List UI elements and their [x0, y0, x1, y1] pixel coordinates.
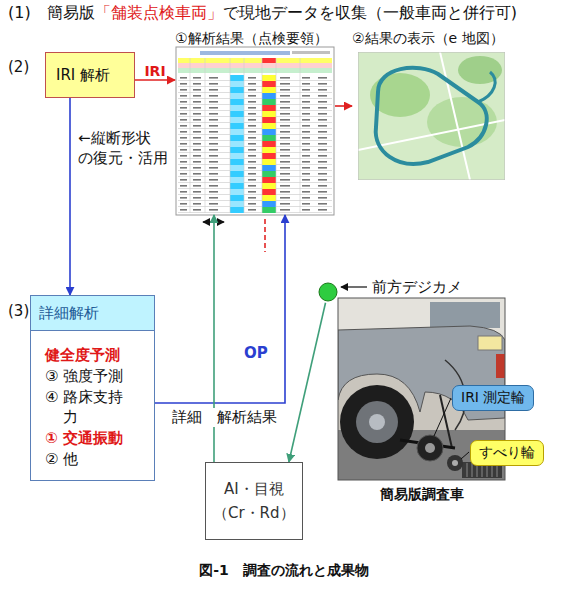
callout-box: すべり輪 — [470, 440, 544, 466]
photo-caption: 簡易版調査車 — [338, 486, 505, 504]
survey-vehicle-photo: 簡易版調査車 IRI 測定輪すべり輪 — [338, 298, 555, 506]
panel-title: ①解析結果（点検要領） — [175, 30, 328, 48]
box-heading: 詳細解析 — [39, 303, 146, 323]
box-label: AI・目視 （Cr・Rd） — [212, 477, 296, 525]
list-item: 健全度予測 — [45, 345, 133, 365]
result-table-panel: ①解析結果（点検要領） — [175, 28, 335, 215]
camera-label: 前方デジカメ — [372, 278, 462, 297]
connector-arrow — [289, 303, 326, 462]
detail-analysis-box: 詳細解析健全度予測③ 強度予測④ 路床支持力① 交通振動② 他 — [30, 295, 155, 481]
leader-line — [434, 398, 451, 436]
panel-title: ②結果の表示（e 地図） — [352, 30, 504, 48]
list-item: ③ 強度予測 — [45, 366, 133, 386]
edge-label: IRI — [144, 63, 165, 79]
map-image — [358, 52, 505, 180]
callout-box: IRI 測定輪 — [452, 385, 534, 411]
dashed-line — [264, 219, 266, 252]
process-box: AI・目視 （Cr・Rd） — [205, 462, 303, 540]
camera-dot — [319, 283, 337, 301]
box-label: IRI 解析 — [56, 66, 110, 85]
heading-text: で現地データを収集（一般車両と併行可) — [223, 3, 517, 24]
connector-arrow — [155, 215, 285, 403]
map-panel: ②結果の表示（e 地図） — [352, 28, 510, 180]
list-item: ② 他 — [45, 449, 133, 469]
step-number: (2) — [8, 58, 29, 76]
step-number: (1) — [8, 3, 31, 22]
step-number: (3) — [8, 302, 29, 320]
edge-label: 詳細 解析結果 — [171, 408, 278, 427]
connector-arrow — [69, 98, 71, 295]
list-item: ④ 路床支持力 — [45, 387, 133, 427]
process-box: IRI 解析 — [45, 52, 135, 98]
header-band: 詳細解析 — [31, 296, 154, 331]
heading-row: (1) 簡易版「舗装点検車両」で現地データを収集（一般車両と併行可) — [8, 3, 517, 24]
connector-arrow — [135, 79, 175, 81]
box-body: 健全度予測③ 強度予測④ 路床支持力① 交通振動② 他 — [31, 331, 154, 480]
flow-label: OP — [244, 344, 268, 362]
leader-line — [461, 452, 469, 459]
heading-emphasis: 「舗装点検車両」 — [95, 3, 223, 24]
result-table-image — [176, 47, 334, 215]
callout-label: IRI 測定輪 — [461, 389, 525, 407]
camera-pointer — [341, 286, 367, 287]
list-item: ① 交通振動 — [45, 428, 133, 448]
heading-text: 簡易版 — [47, 3, 95, 24]
figure-caption: 図-1 調査の流れと成果物 — [0, 562, 568, 580]
edge-label: ←縦断形状 の復元・活用 — [78, 128, 173, 168]
connector-arrow — [335, 105, 352, 107]
callout-label: すべり輪 — [479, 444, 535, 462]
